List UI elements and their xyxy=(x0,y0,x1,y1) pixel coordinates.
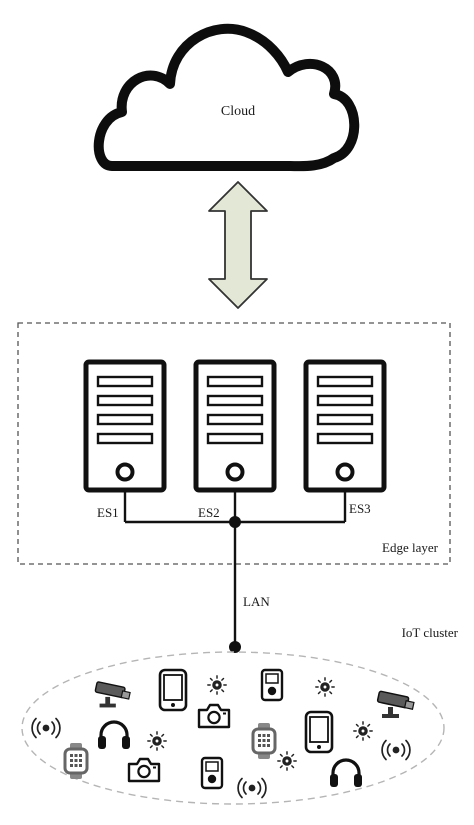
camera-icon xyxy=(127,757,161,783)
server-icon xyxy=(83,359,167,493)
wireless-signal-icon xyxy=(31,717,61,739)
es1-label: ES1 xyxy=(97,505,119,520)
smartwatch-icon xyxy=(63,742,89,780)
sensor-icon xyxy=(207,675,227,695)
cctv-camera-icon xyxy=(376,690,415,719)
wireless-signal-icon xyxy=(237,777,267,799)
iot-devices xyxy=(31,668,415,799)
es3-label: ES3 xyxy=(349,501,371,516)
sensor-icon xyxy=(147,731,167,751)
iot-cluster-label: IoT cluster xyxy=(402,625,459,640)
headphones-icon xyxy=(328,758,364,789)
cloud-icon xyxy=(93,23,360,172)
es2-label: ES2 xyxy=(198,505,220,520)
lan-label: LAN xyxy=(243,594,270,609)
sensor-icon xyxy=(315,677,335,697)
cloud-node: Cloud xyxy=(93,23,360,172)
edge-servers xyxy=(83,359,387,493)
smartphone-icon xyxy=(158,668,188,712)
camera-icon xyxy=(197,703,231,729)
sensor-icon xyxy=(353,721,373,741)
edge-layer-boundary xyxy=(17,322,451,565)
cloud-label: Cloud xyxy=(221,104,255,119)
wireless-signal-icon xyxy=(381,739,411,761)
music-player-icon xyxy=(200,756,224,790)
iot-gateway-node xyxy=(229,641,241,653)
cctv-camera-icon xyxy=(94,680,131,709)
smartwatch-icon xyxy=(251,722,277,760)
lan-wiring xyxy=(123,490,347,647)
sensor-icon xyxy=(277,751,297,771)
iot-cluster-boundary xyxy=(21,651,445,805)
bidirectional-arrow-icon xyxy=(208,181,268,309)
server-icon xyxy=(193,359,277,493)
headphones-icon xyxy=(96,720,132,751)
edge-layer-label: Edge layer xyxy=(382,540,439,555)
edge-switch-node xyxy=(229,516,241,528)
smartphone-icon xyxy=(304,710,334,754)
music-player-icon xyxy=(260,668,284,702)
server-icon xyxy=(303,359,387,493)
